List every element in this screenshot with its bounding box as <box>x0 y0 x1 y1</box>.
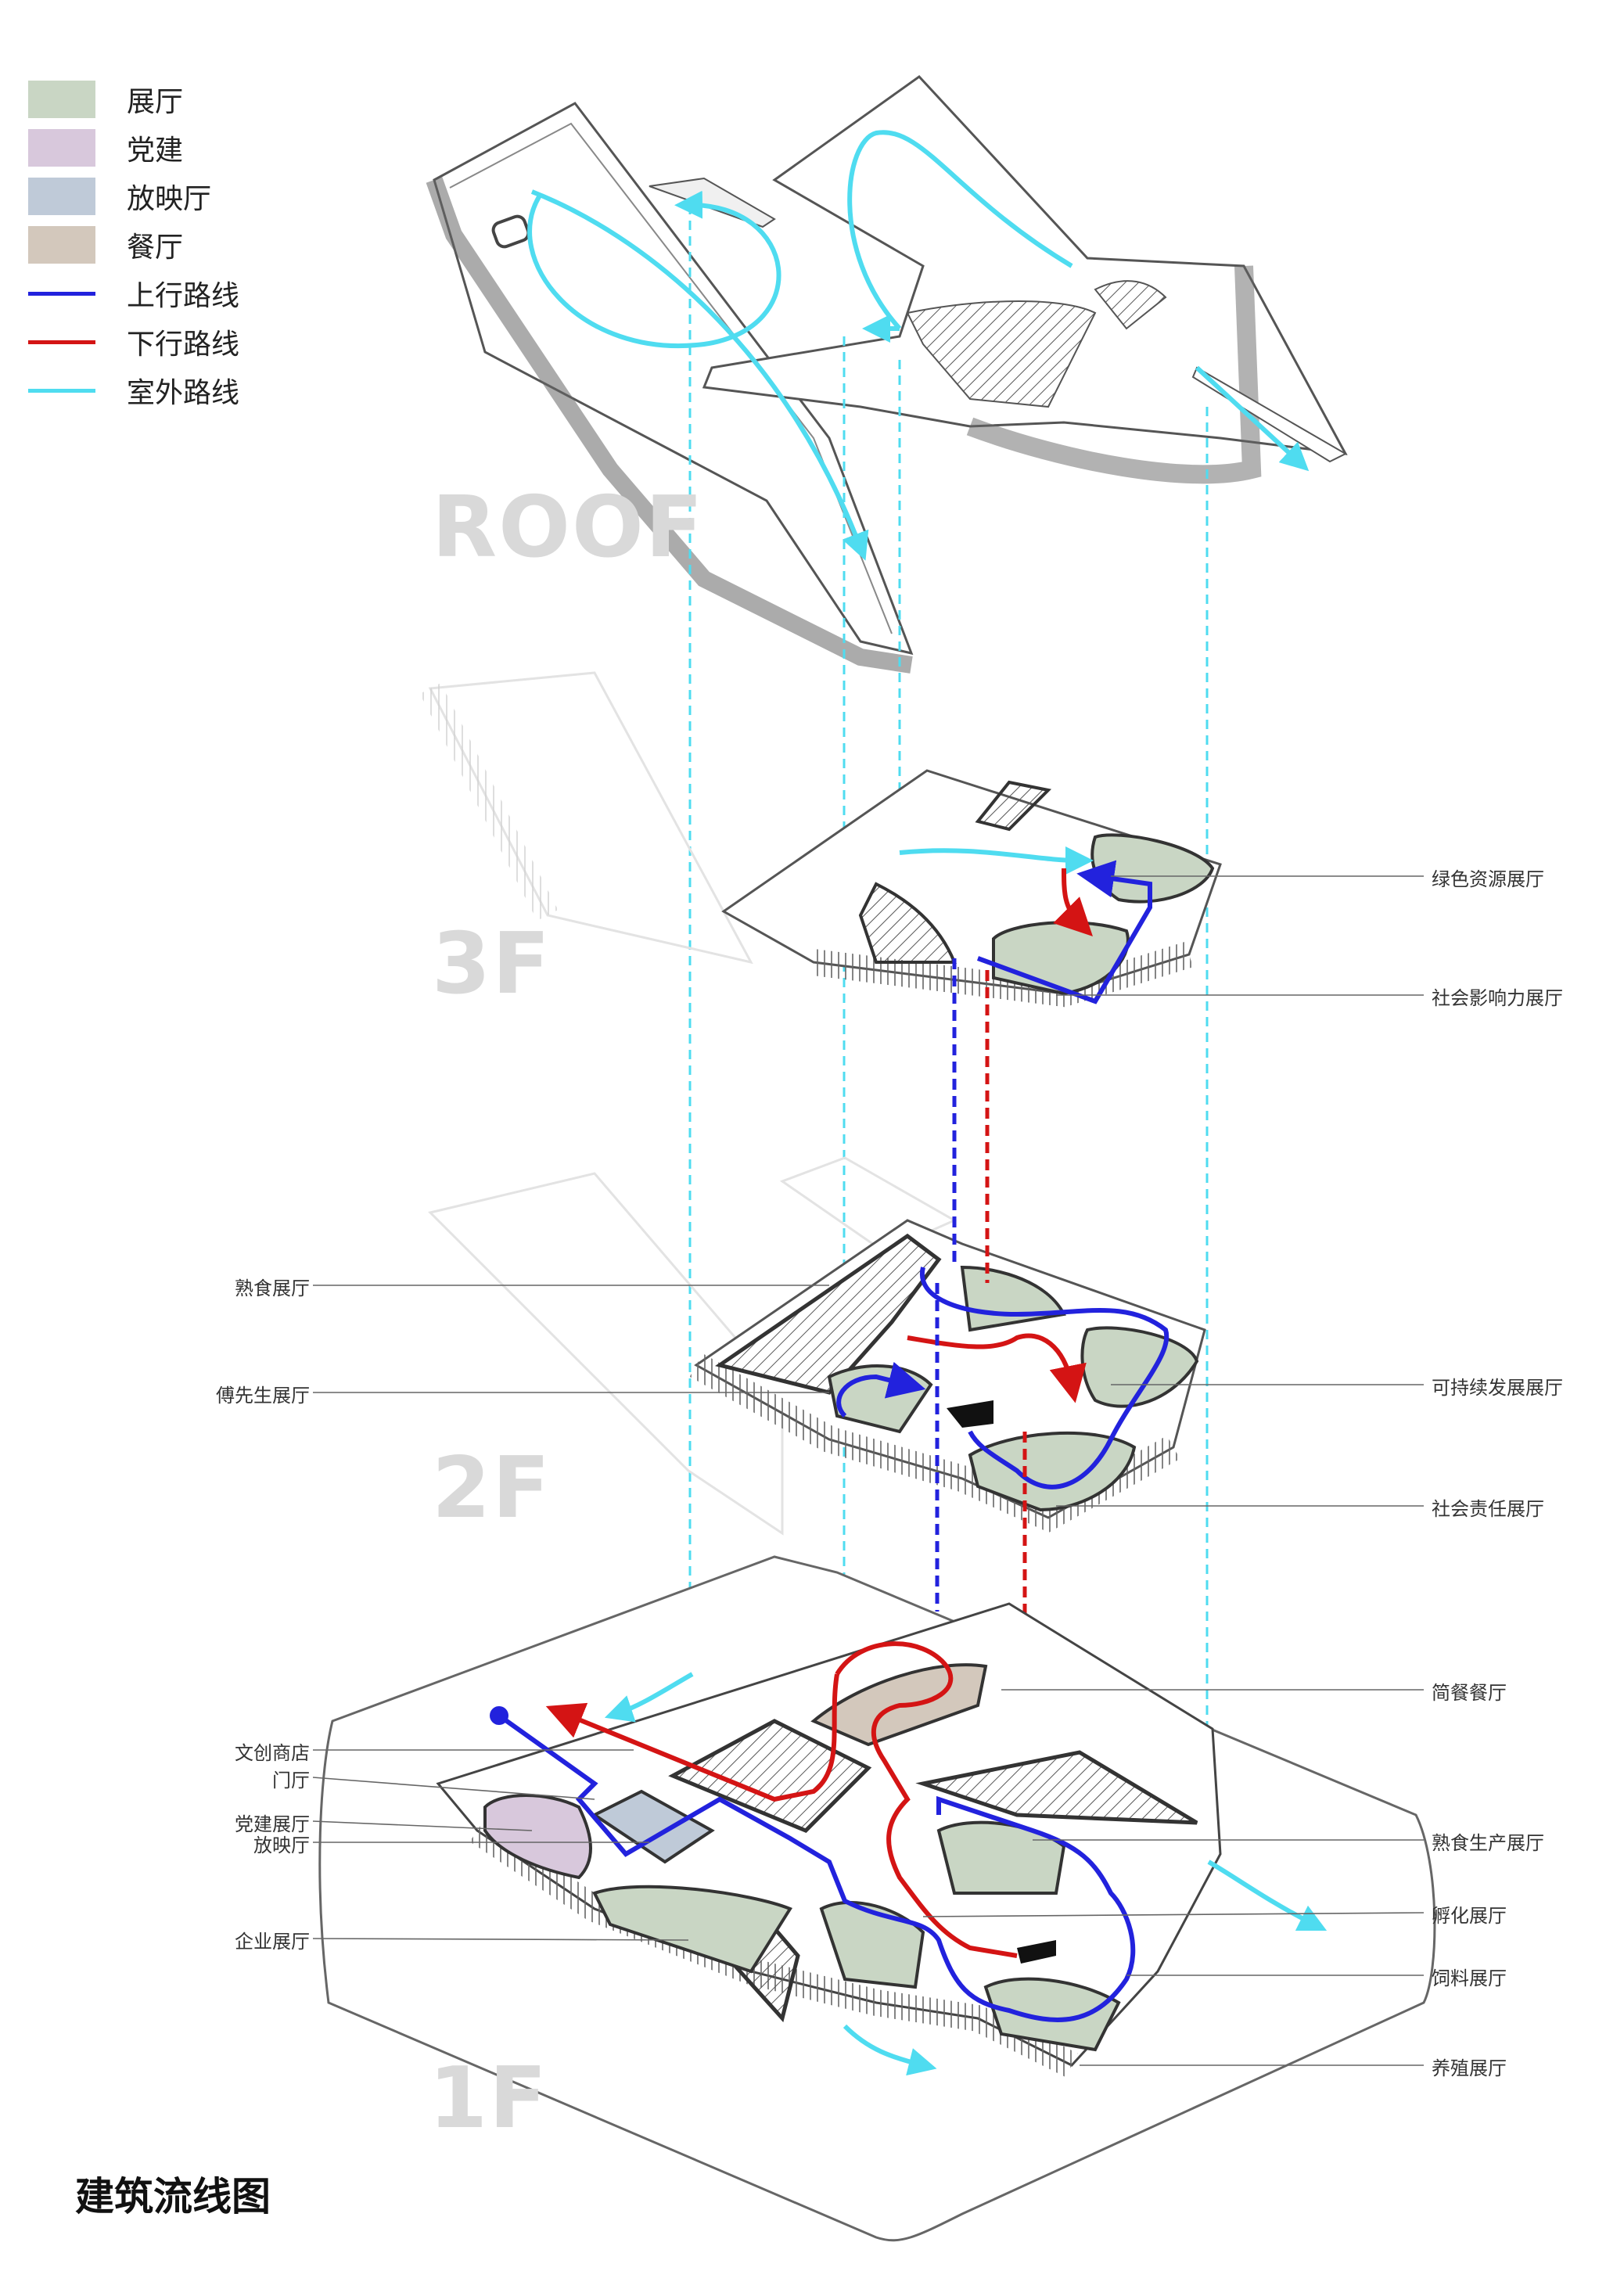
callout-party-building: 党建展厅 <box>235 1813 310 1835</box>
legend-swatch <box>28 178 95 215</box>
callout-feed: 饲料展厅 <box>1432 1967 1507 1989</box>
legend: 展厅 党建 放映厅 餐厅 上行路线 下行路线 室外路线 <box>28 75 357 415</box>
legend-label: 餐厅 <box>127 232 184 264</box>
callout-cooked-food: 熟食展厅 <box>235 1277 310 1299</box>
callout-social-responsibility: 社会责任展厅 <box>1432 1498 1544 1520</box>
legend-item-down-route: 下行路线 <box>28 318 357 366</box>
level-2f <box>428 1156 1206 1536</box>
legend-label: 上行路线 <box>127 280 240 312</box>
callout-cooked-food-production: 熟食生产展厅 <box>1432 1832 1544 1854</box>
legend-item-screening: 放映厅 <box>28 172 357 221</box>
callout-snack-dining: 简餐餐厅 <box>1432 1682 1507 1704</box>
legend-swatch <box>28 129 95 167</box>
legend-line <box>28 340 95 344</box>
callout-sustainable: 可持续发展展厅 <box>1432 1377 1563 1399</box>
legend-label: 室外路线 <box>127 377 240 409</box>
legend-line <box>28 388 95 393</box>
callout-mr-fu: 傅先生展厅 <box>216 1385 310 1407</box>
legend-label: 放映厅 <box>127 183 212 215</box>
legend-item-dining: 餐厅 <box>28 221 357 269</box>
callout-breeding: 养殖展厅 <box>1432 2057 1507 2079</box>
floor-label-3f: 3F <box>432 915 552 1013</box>
legend-line <box>28 291 95 296</box>
level-3f <box>419 671 1222 1008</box>
callout-green-resources: 绿色资源展厅 <box>1432 868 1544 890</box>
floor-label-roof: ROOF <box>432 479 705 577</box>
level-1f <box>318 1555 1436 2242</box>
callout-screening: 放映厅 <box>253 1834 310 1856</box>
legend-label: 党建 <box>127 135 184 167</box>
legend-item-exhibition: 展厅 <box>28 75 357 124</box>
roof-level <box>426 75 1348 674</box>
diagram-title: 建筑流线图 <box>75 2174 271 2219</box>
callout-enterprise: 企业展厅 <box>235 1931 310 1953</box>
legend-swatch <box>28 226 95 264</box>
callout-creative-shop: 文创商店 <box>235 1742 310 1764</box>
legend-label: 下行路线 <box>127 329 240 361</box>
callout-lobby: 门厅 <box>272 1770 310 1791</box>
callout-social-influence: 社会影响力展厅 <box>1432 987 1563 1009</box>
floor-label-1f: 1F <box>429 2050 548 2147</box>
floor-label-2f: 2F <box>432 1439 552 1537</box>
legend-swatch <box>28 81 95 118</box>
legend-item-outdoor-route: 室外路线 <box>28 366 357 415</box>
leader-lines <box>312 875 1425 2066</box>
legend-item-party: 党建 <box>28 124 357 172</box>
callout-incubation: 孵化展厅 <box>1432 1905 1507 1927</box>
legend-item-up-route: 上行路线 <box>28 269 357 318</box>
legend-label: 展厅 <box>127 86 184 118</box>
